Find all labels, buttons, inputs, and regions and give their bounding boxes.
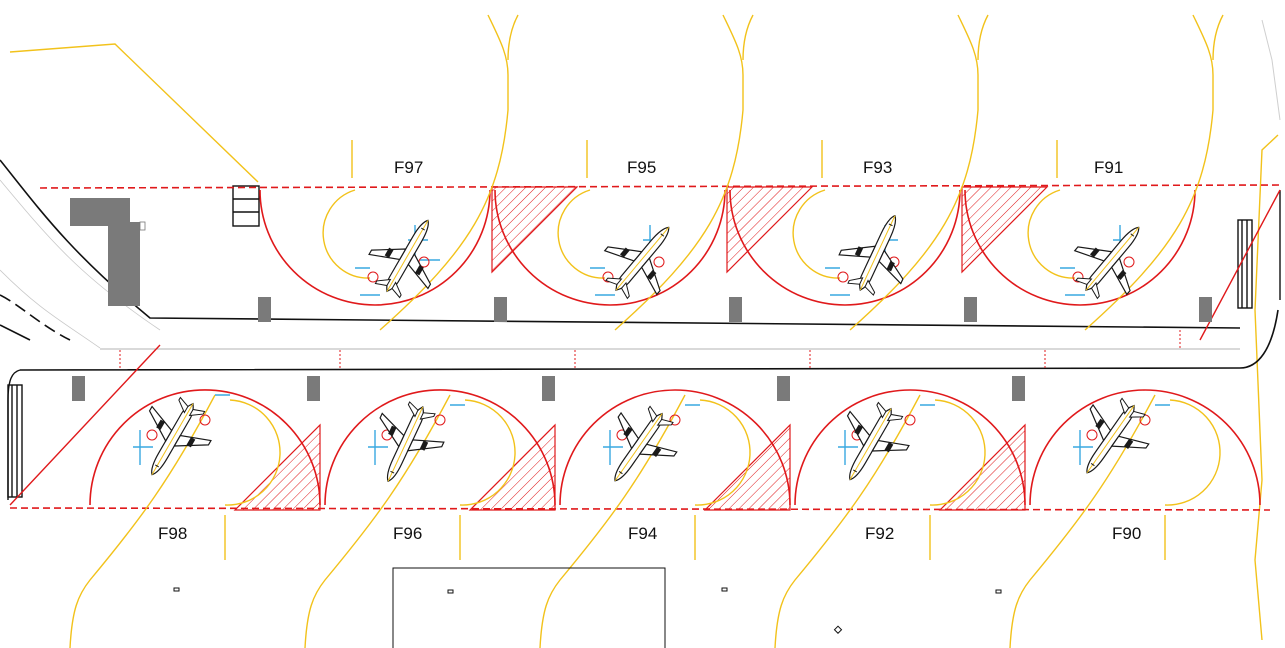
aircraft-icon <box>828 200 927 306</box>
hatched-no-parking-zones <box>233 186 1049 511</box>
aircraft-icon <box>356 391 455 497</box>
misc-marks <box>173 567 1002 648</box>
road-stand-markers <box>119 330 1181 370</box>
parking-bars <box>7 185 1253 498</box>
blue-equipment-markings <box>133 225 1170 465</box>
apron-boundary-lines <box>9 19 1281 641</box>
stand-label-f92: F92 <box>865 524 894 543</box>
stand-labels-bottom: F98 F96 F94 F92 F90 <box>158 524 1141 543</box>
top-stands <box>259 14 1224 331</box>
stand-labels-top: F97 F95 F93 F91 <box>394 158 1123 177</box>
stand-label-f94: F94 <box>628 524 657 543</box>
stand-label-f97: F97 <box>394 158 423 177</box>
stand-label-f96: F96 <box>393 524 422 543</box>
aircraft-icon <box>586 393 691 501</box>
aircraft-icon <box>121 386 224 493</box>
aircraft-icon <box>1059 204 1166 313</box>
apron-safety-boundary <box>9 184 1281 511</box>
stand-label-f90: F90 <box>1112 524 1141 543</box>
terminal-building <box>70 198 146 306</box>
stand-label-f93: F93 <box>863 158 892 177</box>
aircraft-icon <box>589 204 696 313</box>
stand-label-f98: F98 <box>158 524 187 543</box>
gse-boxes <box>72 297 1212 401</box>
aircraft-icon <box>356 202 459 309</box>
stand-label-f91: F91 <box>1094 158 1123 177</box>
red-markers <box>146 256 1151 441</box>
stand-label-f95: F95 <box>627 158 656 177</box>
aircraft-icon <box>1058 385 1163 493</box>
